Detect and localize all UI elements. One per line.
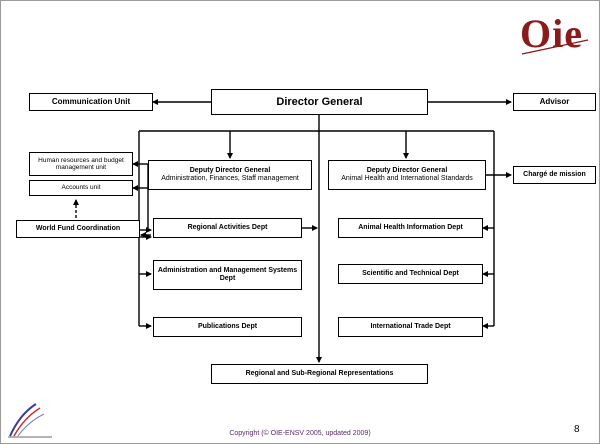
world-fund-coordination-label: World Fund Coordination — [35, 224, 121, 232]
hr-budget-unit-label: Human resources and budget management un… — [38, 156, 124, 171]
publications-box: Publications Dept — [153, 317, 302, 337]
admin-mgmt-systems-box: Administration and Management Systems De… — [153, 260, 302, 290]
charge-de-mission-label: Chargé de mission — [523, 170, 586, 178]
regional-activities-box: Regional Activities Dept — [153, 218, 302, 238]
accounts-unit-box: Accounts unit — [29, 180, 133, 196]
communication-unit-box: Communication Unit — [29, 93, 153, 111]
director-general-box: Director General — [211, 89, 428, 115]
regional-representations-box: Regional and Sub-Regional Representation… — [211, 364, 428, 384]
animal-health-info-label: Animal Health Information Dept — [358, 223, 463, 231]
scientific-technical-label: Scientific and Technical Dept — [362, 269, 459, 277]
ddg-admin-subtitle: Administration, Finances, Staff manageme… — [161, 175, 299, 182]
ddg-health-subtitle: Animal Health and International Standard… — [341, 175, 473, 182]
publications-label: Publications Dept — [197, 322, 258, 330]
ddg-health-title: Deputy Director General — [366, 166, 448, 174]
advisor-box: Advisor — [513, 93, 596, 111]
ensv-seal-icon — [8, 403, 52, 438]
world-fund-coordination-box: World Fund Coordination — [16, 220, 140, 238]
ddg-admin-box: Deputy Director General Administration, … — [148, 160, 312, 190]
oie-logo-text: Oie — [520, 11, 583, 56]
oie-logo: Oie — [520, 14, 590, 58]
regional-activities-label: Regional Activities Dept — [187, 223, 268, 231]
advisor-label: Advisor — [539, 97, 570, 107]
international-trade-box: International Trade Dept — [338, 317, 483, 337]
director-general-label: Director General — [276, 95, 363, 108]
animal-health-info-box: Animal Health Information Dept — [338, 218, 483, 238]
international-trade-label: International Trade Dept — [370, 322, 451, 330]
charge-de-mission-box: Chargé de mission — [513, 166, 596, 184]
regional-representations-label: Regional and Sub-Regional Representation… — [245, 369, 394, 377]
scientific-technical-box: Scientific and Technical Dept — [338, 264, 483, 284]
communication-unit-label: Communication Unit — [51, 97, 131, 107]
logo-swoosh-icon — [521, 39, 589, 55]
ddg-admin-title: Deputy Director General — [189, 166, 271, 174]
admin-mgmt-systems-label: Administration and Management Systems De… — [157, 266, 298, 282]
footer-copyright: Copyright (© OIE-ENSV 2005, updated 2009… — [229, 430, 371, 437]
hr-budget-unit-box: Human resources and budget management un… — [29, 152, 133, 176]
ddg-health-box: Deputy Director General Animal Health an… — [328, 160, 486, 190]
page-number: 8 — [574, 424, 580, 435]
accounts-unit-label: Accounts unit — [61, 184, 101, 192]
